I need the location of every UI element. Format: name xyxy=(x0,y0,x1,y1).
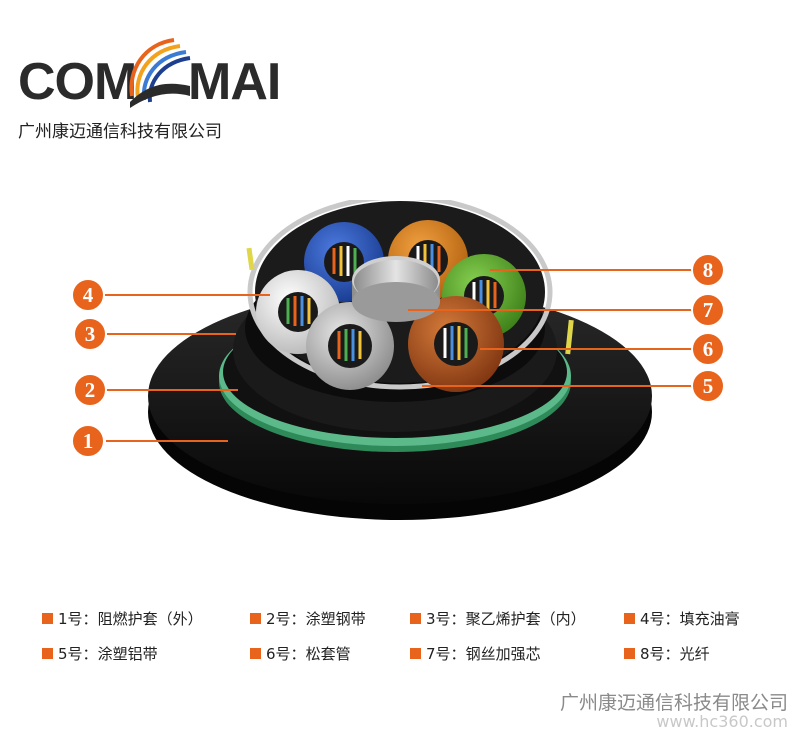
legend-square-icon xyxy=(42,648,53,659)
legend-item-7: 7号：钢丝加强芯 xyxy=(410,643,624,664)
legend-square-icon xyxy=(42,613,53,624)
svg-text:2: 2 xyxy=(85,378,96,402)
svg-text:4: 4 xyxy=(83,283,94,307)
legend-label: 涂塑铝带 xyxy=(97,645,158,663)
legend-label: 光纤 xyxy=(679,645,710,663)
svg-text:5: 5 xyxy=(703,374,714,398)
svg-text:7: 7 xyxy=(703,298,714,322)
legend-label: 松套管 xyxy=(305,645,351,663)
coated-aluminum-tape-ring xyxy=(247,200,553,390)
legend-square-icon xyxy=(624,613,635,624)
company-name-footer: 广州康迈通信科技有限公司 xyxy=(559,692,788,714)
legend-separator: ： xyxy=(664,610,680,628)
legend-number: 2号 xyxy=(266,610,291,628)
loose-tube-gray xyxy=(306,302,394,390)
legend-item-8: 8号：光纤 xyxy=(624,643,774,664)
callout-4: 4 xyxy=(71,278,105,312)
legend-separator: ： xyxy=(290,610,306,628)
legend-label: 聚乙烯护套（内） xyxy=(465,610,586,628)
legend-separator: ： xyxy=(664,645,680,663)
svg-text:8: 8 xyxy=(703,258,714,282)
legend-separator: ： xyxy=(450,645,466,663)
legend-number: 7号 xyxy=(426,645,451,663)
legend-label: 钢丝加强芯 xyxy=(465,645,541,663)
steel-wire-right xyxy=(565,319,574,355)
watermark-text: www.hc360.com xyxy=(656,712,788,731)
legend-item-2: 2号：涂塑钢带 xyxy=(250,608,410,629)
svg-text:1: 1 xyxy=(83,429,94,453)
central-strength-member xyxy=(352,256,440,322)
legend-square-icon xyxy=(624,648,635,659)
legend-item-5: 5号：涂塑铝带 xyxy=(42,643,250,664)
legend-number: 8号 xyxy=(640,645,665,663)
legend-square-icon xyxy=(410,648,421,659)
callout-5: 5 xyxy=(691,369,725,403)
logo-swirl-icon xyxy=(129,38,191,108)
callout-7: 7 xyxy=(691,293,725,327)
callout-leader-lines xyxy=(104,269,694,442)
legend-number: 3号 xyxy=(426,610,451,628)
steel-wire-left xyxy=(246,247,255,271)
legend-square-icon xyxy=(410,613,421,624)
legend-square-icon xyxy=(250,613,261,624)
loose-tube-brown xyxy=(408,296,504,392)
callout-6: 6 xyxy=(691,332,725,366)
svg-text:6: 6 xyxy=(703,337,714,361)
legend-label: 涂塑钢带 xyxy=(305,610,366,628)
component-legend: 1号：阻燃护套（外） 2号：涂塑钢带 3号：聚乙烯护套（内） 4号：填充油膏 5… xyxy=(42,608,782,664)
legend-number: 5号 xyxy=(58,645,83,663)
company-name-header: 广州康迈通信科技有限公司 xyxy=(18,122,222,142)
cable-cross-section-diagram: 4 3 2 1 8 7 6 5 xyxy=(71,200,725,520)
legend-number: 4号 xyxy=(640,610,665,628)
legend-square-icon xyxy=(250,648,261,659)
callout-3: 3 xyxy=(73,317,107,351)
legend-separator: ： xyxy=(290,645,306,663)
legend-number: 1号 xyxy=(58,610,83,628)
legend-separator: ： xyxy=(450,610,466,628)
logo-text-right: MAI xyxy=(188,53,281,111)
legend-label: 阻燃护套（外） xyxy=(97,610,203,628)
callout-1: 1 xyxy=(71,424,105,458)
svg-text:3: 3 xyxy=(85,322,96,346)
legend-item-6: 6号：松套管 xyxy=(250,643,410,664)
legend-label: 填充油膏 xyxy=(679,610,740,628)
company-logo: COM MAI xyxy=(18,30,281,111)
legend-number: 6号 xyxy=(266,645,291,663)
legend-separator: ： xyxy=(82,645,98,663)
legend-item-4: 4号：填充油膏 xyxy=(624,608,774,629)
legend-item-3: 3号：聚乙烯护套（内） xyxy=(410,608,624,629)
callout-8: 8 xyxy=(691,253,725,287)
callout-2: 2 xyxy=(73,373,107,407)
legend-item-1: 1号：阻燃护套（外） xyxy=(42,608,250,629)
legend-separator: ： xyxy=(82,610,98,628)
logo-text-left: COM xyxy=(18,53,137,111)
